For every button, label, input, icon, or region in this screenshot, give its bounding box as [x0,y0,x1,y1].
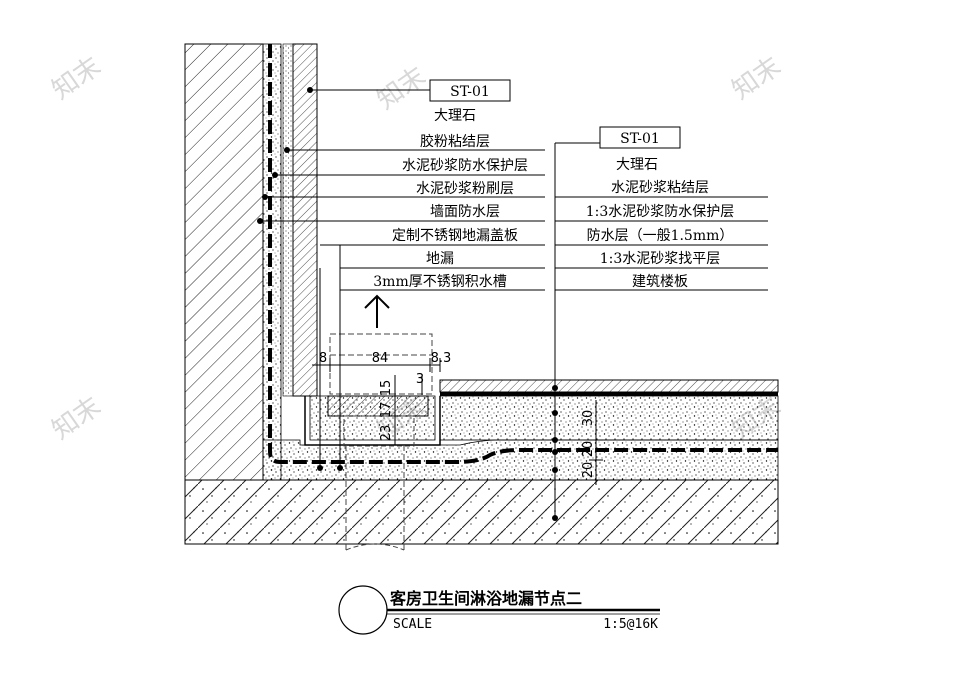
right-leaders [554,142,768,518]
left-layer-label: 定制不锈钢地漏盖板 [392,228,518,244]
dimension-label: 23 [379,425,394,442]
building-slab [184,479,779,545]
scale-value: 1:5@16K [603,617,658,632]
drain-pipe-bottom [345,543,405,551]
right-layer-label: 水泥砂浆粘结层 [611,180,709,196]
left-leaders [260,89,545,468]
drain-trough [304,396,441,446]
watermark: 知末 [727,51,787,105]
left-layer-label: 地漏 [426,251,454,267]
floor-bonding-layer [440,392,778,396]
left-layer-label: 大理石 [434,108,476,124]
structural-wall [184,43,264,481]
left-layer-label: 水泥砂浆防水保护层 [402,158,528,174]
left-layer-label: 3mm厚不锈钢积水槽 [373,274,506,290]
right-tag-box [599,126,681,149]
drain-cover [327,395,429,417]
right-layer-label: 1:3水泥砂浆找平层 [600,251,721,267]
scale-label: SCALE [393,617,432,632]
right-layer-label: 建筑楼板 [632,274,688,290]
right-layer-label: 1:3水泥砂浆防水保护层 [586,204,735,220]
dimension-label: 8 [319,351,327,366]
left-leader-dots [257,87,343,471]
right-layer-label: 防水层（一般1.5mm） [587,228,734,244]
left-layer-label: 胶粉粘结层 [420,133,490,150]
dimension-label: 15 [379,380,394,397]
dimension-label: 84 [372,351,389,366]
right-layer-label: 大理石 [616,157,658,173]
drawing-title: 客房卫生间淋浴地漏节点二 [390,589,582,608]
left-tag-box [429,79,511,102]
detail-number-circle [338,585,388,635]
left-tag: ST-01 [450,84,490,100]
wall-adhesive [282,43,294,397]
right-tag: ST-01 [620,131,660,147]
watermark: 知末 [372,61,432,115]
dimension-label: 17 [379,402,394,419]
drain-dimension-lines [389,375,423,445]
up-arrow-icon [364,294,390,328]
dimension-label: 30 [581,410,596,427]
watermark: 知末 [47,51,107,105]
left-layer-label: 水泥砂浆粉刷层 [416,181,514,197]
dimension-label: 20 [581,462,596,479]
dimension-label: 20 [581,441,596,458]
drain-body [343,415,415,447]
left-layer-label: 墙面防水层 [430,204,500,220]
top-dimension-lines [312,358,441,372]
floor-dimension-lines [589,400,603,485]
floor-marble [439,379,779,393]
wall-marble [292,43,318,397]
dimension-label: 8.3 [431,351,452,366]
right-leader-dots [552,385,558,521]
dimension-label: 3 [416,372,424,387]
waterproof-membrane [268,44,778,464]
watermark: 知末 [47,391,107,445]
floor-protective-layer [439,395,779,441]
